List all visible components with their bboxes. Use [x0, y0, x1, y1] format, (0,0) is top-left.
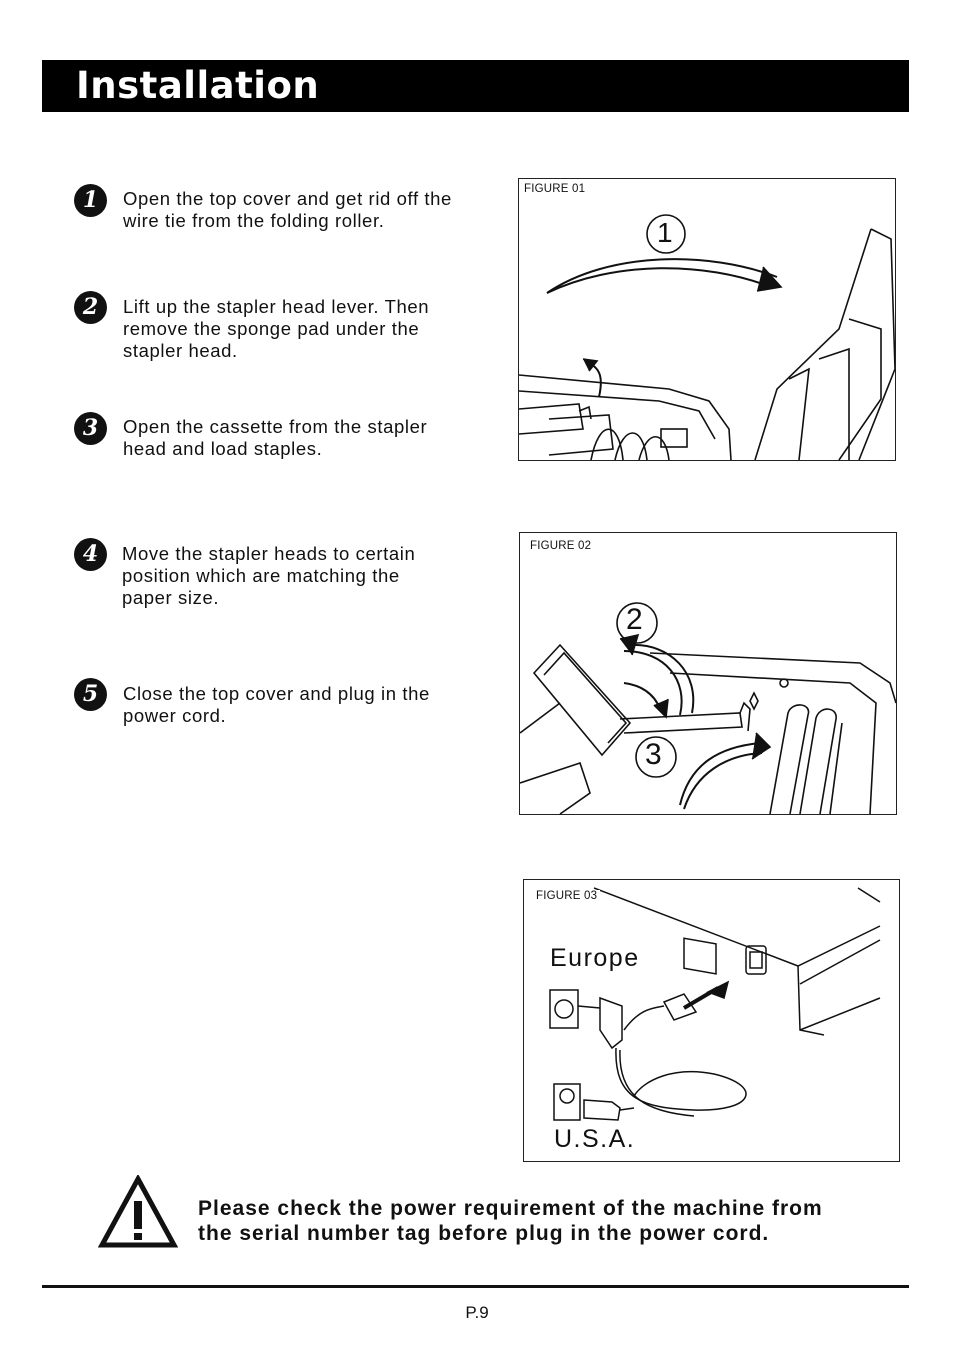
figure-01: FIGURE 01 1	[518, 178, 896, 461]
callout-number: 2	[626, 603, 645, 636]
callout-number: 1	[657, 217, 675, 248]
step-number-badge: 2	[74, 291, 107, 324]
figure-03-illustration	[549, 887, 881, 1121]
step-text: Open the cassette from the stapler head …	[123, 416, 428, 459]
warning-triangle-icon	[97, 1173, 179, 1254]
step-text: Move the stapler heads to certain positi…	[122, 543, 416, 608]
figure-02-illustration	[520, 602, 896, 814]
step-text: Lift up the stapler head lever. Then rem…	[123, 296, 430, 361]
step-number-badge: 5	[74, 678, 107, 711]
step-number-badge: 1	[74, 184, 107, 217]
region-label-usa: U.S.A.	[554, 1125, 636, 1153]
figure-01-illustration	[519, 214, 895, 460]
warning-message: Please check the power requirement of th…	[198, 1197, 823, 1245]
figure-03: FIGURE 03 Europe U.S.A.	[523, 879, 900, 1162]
page-number: P.9	[465, 1303, 489, 1322]
region-label-europe: Europe	[550, 944, 640, 972]
step-text: Open the top cover and get rid off the w…	[123, 188, 452, 231]
figure-label: FIGURE 02	[530, 540, 595, 552]
figure-02: FIGURE 02 2 3	[519, 532, 897, 815]
step-number-badge: 4	[74, 538, 107, 571]
callout-number: 3	[645, 738, 664, 771]
figure-label: FIGURE 01	[524, 183, 589, 195]
figure-label: FIGURE 03	[536, 890, 601, 902]
section-header: Installation	[42, 60, 909, 112]
step-number-badge: 3	[74, 412, 107, 445]
step-text: Close the top cover and plug in the powe…	[123, 683, 430, 726]
page-title: Installation	[76, 64, 320, 107]
footer-divider	[42, 1285, 909, 1288]
